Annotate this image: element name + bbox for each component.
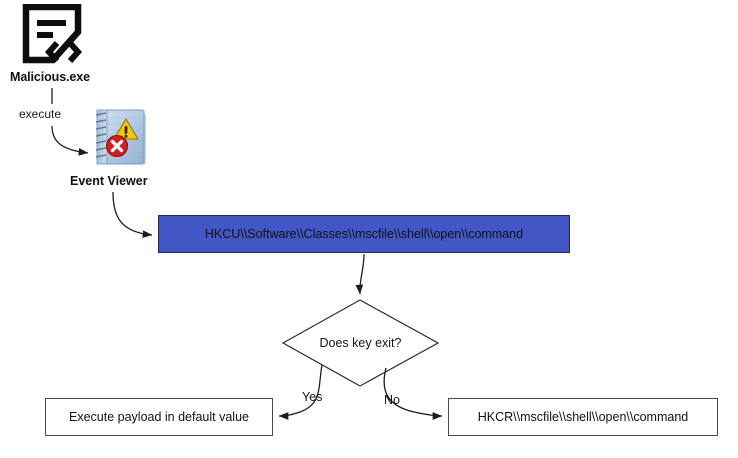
event-viewer-icon — [92, 106, 154, 170]
edge-eventviewer-to-hkcu — [112, 191, 153, 239]
branch-label-no: No — [384, 393, 400, 407]
malicious-exe-label: Malicious.exe — [10, 70, 90, 84]
script-file-icon — [22, 3, 88, 68]
decision-node: Does key exit? — [283, 300, 438, 386]
hkcu-registry-key-box: HKCU\\Software\\Classes\\mscfile\\shell\… — [158, 215, 570, 253]
execute-edge-label: execute — [19, 107, 62, 121]
edge-hkcu-to-decision — [355, 253, 365, 295]
execute-payload-text: Execute payload in default value — [69, 410, 249, 424]
event-viewer-label: Event Viewer — [70, 174, 148, 188]
hkcr-registry-key-box: HKCR\\mscfile\\shell\\open\\command — [448, 398, 718, 436]
branch-label-yes: Yes — [302, 390, 323, 404]
hkcr-registry-key-text: HKCR\\mscfile\\shell\\open\\command — [477, 410, 689, 424]
hkcu-registry-key-text: HKCU\\Software\\Classes\\mscfile\\shell\… — [204, 227, 524, 241]
execute-payload-box: Execute payload in default value — [45, 398, 273, 436]
decision-label: Does key exit? — [319, 336, 402, 350]
edge-execute-to-eventviewer — [51, 125, 89, 156]
